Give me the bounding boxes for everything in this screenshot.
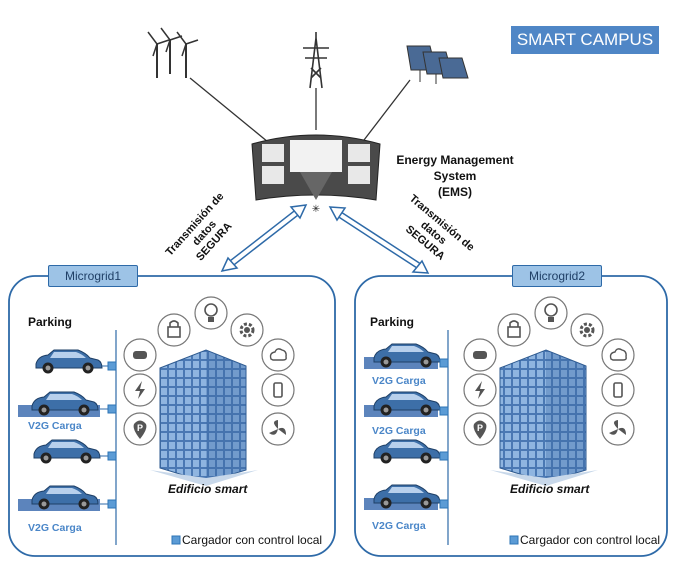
car-icon: [35, 349, 103, 374]
microgrid2-parking: [364, 330, 449, 545]
microgrid2-box: [354, 275, 668, 557]
ems-panel-icon: ✳: [251, 134, 381, 215]
data-arrow-left: [220, 204, 308, 273]
microgrid2-legend-label: Cargador con control local: [520, 533, 661, 547]
svg-text:P: P: [477, 423, 483, 433]
microgrid1-box: [8, 275, 336, 557]
ems-label-line1: Energy Management System: [396, 153, 514, 183]
svg-text:P: P: [137, 423, 143, 433]
microgrid1-v2g-label-1: V2G Carga: [28, 420, 82, 432]
wind-turbines-icon: [147, 27, 199, 79]
microgrid1-parking: [18, 330, 117, 545]
microgrid2-tab: Microgrid2: [512, 265, 602, 287]
microgrid2-parking-label: Parking: [370, 315, 415, 329]
microgrid2-building-label: Edificio smart: [510, 482, 590, 496]
microgrid2-v2g-label-1: V2G Carga: [372, 375, 426, 387]
data-arrow-right: [328, 206, 430, 274]
ems-label-line2: (EMS): [438, 185, 472, 199]
microgrid2-v2g-label-2: V2G Carga: [372, 425, 426, 437]
microgrid1-parking-label: Parking: [28, 315, 73, 329]
microgrid1-tab: Microgrid1: [48, 265, 138, 287]
solar-panels-icon: [406, 45, 469, 84]
microgrid1-legend-label: Cargador con control local: [182, 533, 323, 547]
car-icon: [373, 439, 441, 464]
legend-square-1: [171, 535, 181, 545]
car-icon: [33, 439, 101, 464]
microgrid1-building: [150, 349, 258, 486]
microgrid1-smart-icons: P: [123, 296, 295, 446]
microgrid1-v2g-label-2: V2G Carga: [28, 522, 82, 534]
microgrid1-building-label: Edificio smart: [168, 482, 248, 496]
power-tower-icon: [303, 32, 329, 89]
microgrid2-smart-icons: P: [463, 296, 635, 446]
legend-square-2: [509, 535, 519, 545]
smart-campus-title: SMART CAMPUS: [511, 26, 659, 54]
microgrid2-v2g-label-3: V2G Carga: [372, 520, 426, 532]
source-connections: [189, 77, 411, 143]
svg-text:✳: ✳: [312, 204, 320, 215]
microgrid2-building: [490, 349, 598, 486]
ems-label: Energy Management System (EMS): [380, 152, 530, 200]
